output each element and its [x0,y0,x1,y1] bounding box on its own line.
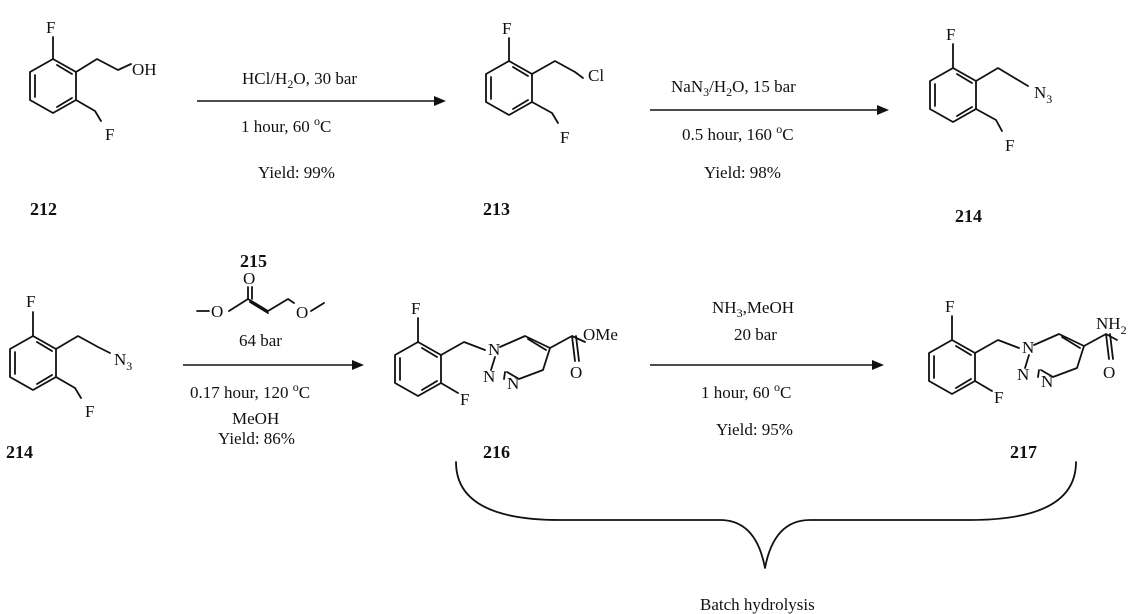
step4-yield: Yield: 95% [716,420,793,439]
atom-f-216-top: F [411,299,420,318]
structure-216: F F N N N OMe O [394,299,618,409]
step2-reagent: NaN3/H2O, 15 bar [671,77,796,99]
step3-yield: Yield: 86% [218,429,295,448]
atom-f-217-bottom: F [994,388,1003,407]
step1-yield: Yield: 99% [258,163,335,182]
structure-214-bottom: F N3 F [9,292,132,421]
atom-n1-217: N [1022,338,1034,357]
step3-pressure: 64 bar [239,331,282,350]
atom-f-214-bottom-2: F [85,402,94,421]
compound-label-213: 213 [483,199,510,219]
step2-yield: Yield: 98% [704,163,781,182]
compound-label-215: 215 [240,251,267,271]
step4-reagent: NH3,MeOH [712,298,794,320]
atom-f-217-top: F [945,297,954,316]
compound-label-216: 216 [483,442,510,462]
atom-o-215-ether: O [296,303,308,322]
atom-n3-216: N [507,374,519,393]
atom-ome-216: OMe [583,325,618,344]
atom-f-214-bottom-1: F [26,292,35,311]
atom-n2-216: N [483,367,495,386]
atom-f-214-top-2: F [1005,136,1014,155]
atom-f-213-bottom: F [560,128,569,147]
step3-solvent: MeOH [232,409,279,428]
structure-215: O O O [196,269,325,322]
arrow-head-1 [434,96,446,106]
arrow-head-3 [352,360,364,370]
structure-213: F Cl F [485,19,604,147]
step1-conditions: 1 hour, 60 oC [241,114,331,136]
atom-f-216-bottom: F [460,390,469,409]
structure-217: F F N N N NH2 O [928,297,1127,407]
atom-o-216: O [570,363,582,382]
atom-f-212-bottom: F [105,125,114,144]
atom-o-215-ester: O [211,302,223,321]
compound-label-214-top: 214 [955,206,982,226]
batch-hydrolysis-label: Batch hydrolysis [700,595,815,614]
atom-n3-214-top: N3 [1034,83,1052,106]
atom-f-213-top: F [502,19,511,38]
step4-conditions: 1 hour, 60 oC [701,380,791,402]
atom-f-212-top: F [46,18,55,37]
step4-pressure: 20 bar [734,325,777,344]
atom-o-217: O [1103,363,1115,382]
step2-conditions: 0.5 hour, 160 oC [682,122,794,144]
structure-212: F OH F [29,18,157,144]
arrow-head-4 [872,360,884,370]
atom-cl-213: Cl [588,66,604,85]
compound-label-214-bottom: 214 [6,442,33,462]
atom-o-215-carbonyl: O [243,269,255,288]
atom-oh-212: OH [132,60,157,79]
step1-reagent: HCl/H2O, 30 bar [242,69,357,91]
structure-214-top: F N3 F [929,25,1052,155]
atom-f-214-top-1: F [946,25,955,44]
atom-n1-216: N [488,340,500,359]
arrow-head-2 [877,105,889,115]
atom-n3-214-bottom: N3 [114,350,132,373]
compound-label-217: 217 [1010,442,1037,462]
atom-nh2-217: NH2 [1096,314,1127,337]
batch-hydrolysis-brace [455,461,1077,569]
step3-conditions: 0.17 hour, 120 oC [190,380,310,402]
atom-n2-217: N [1017,365,1029,384]
atom-n3-217: N [1041,372,1053,391]
compound-label-212: 212 [30,199,57,219]
